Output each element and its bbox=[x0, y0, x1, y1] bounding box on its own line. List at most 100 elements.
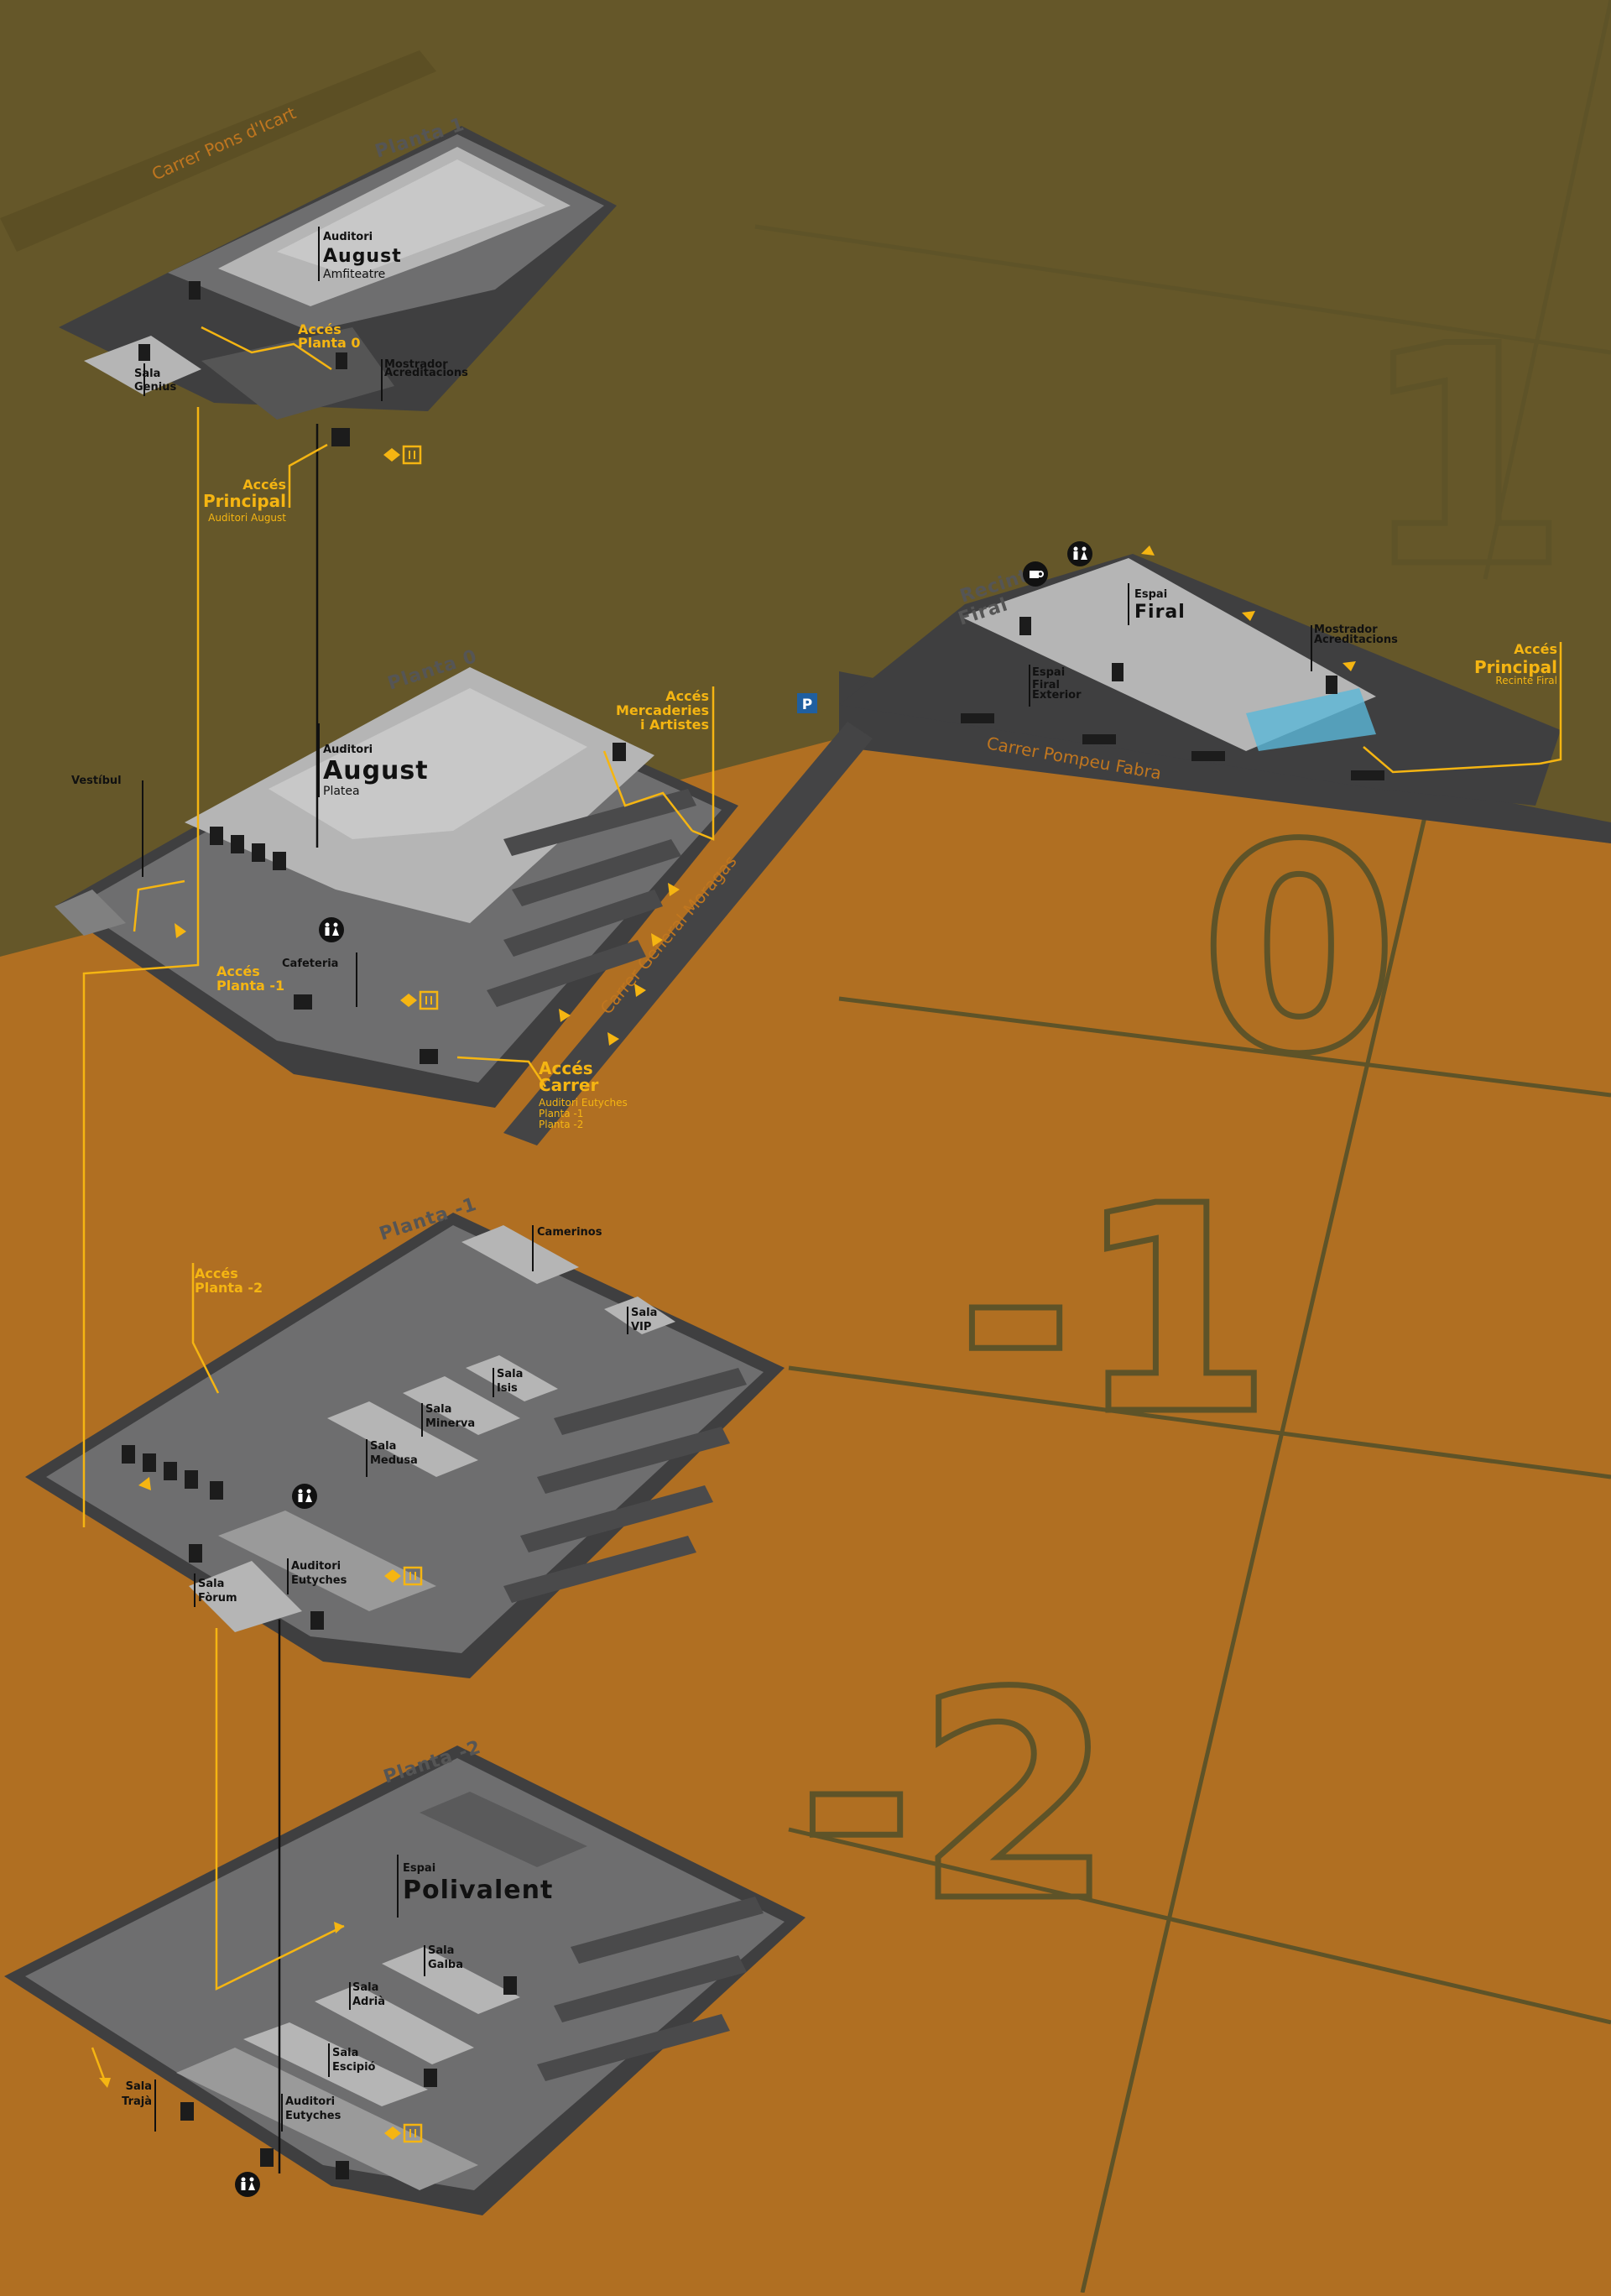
svg-text:Galba: Galba bbox=[428, 1959, 463, 1971]
svg-text:Trajà: Trajà bbox=[122, 2095, 152, 2108]
door bbox=[1112, 663, 1124, 681]
area-recinte-firal: P Recinte Firal bbox=[797, 554, 1561, 806]
room-adria bbox=[315, 1985, 474, 2064]
svg-text:Medusa: Medusa bbox=[370, 1454, 418, 1467]
floor-1-amfi-seats bbox=[277, 159, 545, 277]
door bbox=[260, 2148, 274, 2167]
svg-text:Firal: Firal bbox=[1032, 679, 1060, 691]
label-camerinos: Camerinos bbox=[537, 1226, 602, 1239]
room-camerinos bbox=[461, 1225, 579, 1284]
svg-text:Carrer: Carrer bbox=[539, 1075, 598, 1095]
svg-text:Polivalent: Polivalent bbox=[403, 1876, 553, 1905]
label-auditori-august-platea: Auditori August Platea bbox=[323, 744, 428, 798]
svg-text:Exterior: Exterior bbox=[1032, 689, 1082, 702]
floor-planta-0: Planta 0 bbox=[55, 646, 738, 1108]
svg-text:Planta -1: Planta -1 bbox=[216, 978, 284, 994]
svg-text:Sala: Sala bbox=[425, 1403, 451, 1416]
door bbox=[424, 2069, 437, 2087]
svg-text:Sala: Sala bbox=[332, 2047, 358, 2059]
svg-text:Fòrum: Fòrum bbox=[198, 1592, 237, 1605]
svg-text:Auditori: Auditori bbox=[285, 2095, 335, 2108]
door bbox=[1191, 751, 1225, 761]
svg-text:Platea: Platea bbox=[323, 785, 360, 798]
door bbox=[503, 1976, 517, 1995]
svg-text:Firal: Firal bbox=[1134, 602, 1186, 623]
room-escipio bbox=[243, 2022, 428, 2106]
svg-text:Accés: Accés bbox=[242, 477, 286, 493]
floor-planta-1: Planta 1 bbox=[59, 114, 617, 446]
door bbox=[210, 1481, 223, 1500]
svg-text:Mostrador: Mostrador bbox=[1314, 624, 1378, 636]
elevator-icon bbox=[384, 2123, 423, 2143]
door bbox=[143, 1453, 156, 1472]
svg-text:Planta -2: Planta -2 bbox=[195, 1280, 263, 1296]
svg-text:Sala: Sala bbox=[631, 1307, 657, 1319]
elevator-icon bbox=[383, 445, 422, 465]
floor-0-platea-seats bbox=[268, 688, 587, 839]
door bbox=[961, 713, 994, 723]
svg-text:Accés: Accés bbox=[539, 1058, 593, 1078]
access-arrows bbox=[99, 545, 1356, 2088]
svg-text:Recinte Firal: Recinte Firal bbox=[1495, 675, 1557, 686]
label-mostrador-acreditacions-firal: Mostrador Acreditacions bbox=[1314, 624, 1398, 646]
svg-text:Escipió: Escipió bbox=[332, 2061, 376, 2074]
room-galba bbox=[382, 1947, 520, 2014]
level-number-m2: -2 bbox=[797, 1632, 1114, 1965]
label-vestibul: Vestíbul bbox=[71, 775, 122, 787]
floor-planta-m2: Planta -2 bbox=[4, 1737, 806, 2215]
door bbox=[185, 1470, 198, 1489]
label-sala-medusa: Sala Medusa bbox=[370, 1440, 418, 1467]
svg-text:Isis: Isis bbox=[497, 1382, 518, 1395]
level-number-0: 0 bbox=[1200, 785, 1399, 1117]
svg-text:Planta -2: Planta -2 bbox=[539, 1119, 583, 1130]
auditori-eutyches-m2 bbox=[176, 2048, 478, 2190]
svg-text:Accés: Accés bbox=[216, 963, 260, 979]
label-acces-mercaderies: Accés Mercaderies i Artistes bbox=[616, 688, 709, 733]
svg-text:Principal: Principal bbox=[1474, 657, 1557, 677]
door bbox=[336, 2161, 349, 2179]
room-genius bbox=[84, 336, 201, 394]
svg-text:Planta 0: Planta 0 bbox=[298, 335, 361, 351]
level-number-1: 1 bbox=[1359, 282, 1570, 634]
door bbox=[1351, 770, 1384, 780]
svg-text:Sala: Sala bbox=[370, 1440, 396, 1453]
label-sala-forum: Sala Fòrum bbox=[198, 1578, 237, 1605]
label-auditori-eutyches-m2: Auditori Eutyches bbox=[285, 2095, 341, 2122]
svg-text:Auditori: Auditori bbox=[291, 1560, 341, 1573]
label-sala-galba: Sala Galba bbox=[428, 1944, 463, 1971]
label-mostrador-acreditacions-1: Mostrador Acreditacions bbox=[384, 358, 468, 379]
firal-glass-entrance bbox=[1246, 688, 1376, 751]
coffee-icon bbox=[1023, 561, 1048, 587]
svg-text:Espai: Espai bbox=[403, 1862, 435, 1875]
door bbox=[164, 1462, 177, 1480]
door bbox=[294, 994, 312, 1010]
svg-text:VIP: VIP bbox=[631, 1321, 651, 1333]
door bbox=[310, 1611, 324, 1630]
svg-text:Espai: Espai bbox=[1032, 666, 1065, 679]
svg-text:Mostrador: Mostrador bbox=[384, 358, 448, 371]
door bbox=[189, 1544, 202, 1563]
label-sala-vip: Sala VIP bbox=[631, 1307, 657, 1333]
svg-text:Genius: Genius bbox=[134, 381, 176, 394]
toilets-icon bbox=[1067, 541, 1092, 566]
label-acces-carrer: Accés Carrer Auditori Eutyches Planta -1… bbox=[539, 1058, 628, 1130]
svg-text:Auditori August: Auditori August bbox=[208, 512, 286, 524]
svg-text:Sala: Sala bbox=[134, 368, 160, 380]
svg-text:Principal: Principal bbox=[203, 491, 286, 511]
label-acces-principal-firal: Accés Principal Recinte Firal bbox=[1474, 641, 1557, 686]
door bbox=[613, 743, 626, 761]
label-espai-firal: Espai Firal bbox=[1134, 588, 1186, 623]
svg-text:i Artistes: i Artistes bbox=[640, 717, 709, 733]
svg-text:Auditori: Auditori bbox=[323, 231, 373, 243]
svg-text:Sala: Sala bbox=[428, 1944, 454, 1957]
room-vip bbox=[604, 1297, 675, 1334]
floor-m2-wings bbox=[537, 1897, 764, 2081]
svg-text:Sala: Sala bbox=[126, 2080, 152, 2093]
svg-text:Sala: Sala bbox=[198, 1578, 224, 1590]
elevator-icon bbox=[400, 990, 439, 1010]
floor-planta-m1: Planta -1 bbox=[25, 1194, 785, 1678]
background-grid bbox=[754, 0, 1611, 2293]
door bbox=[336, 352, 347, 369]
svg-text:Planta -1: Planta -1 bbox=[539, 1108, 583, 1119]
svg-text:Espai: Espai bbox=[1134, 588, 1167, 601]
